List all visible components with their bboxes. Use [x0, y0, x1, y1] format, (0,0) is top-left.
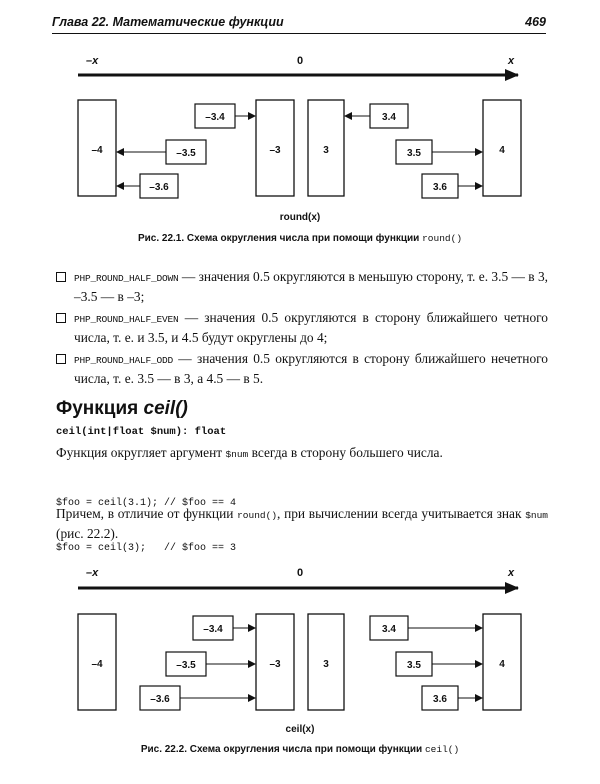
block-3-label: 3: [323, 659, 329, 670]
block-3: [307, 613, 345, 711]
axis-label-x: x: [507, 55, 515, 67]
value-minus-3-6: –3.6: [150, 694, 170, 705]
value-minus-3-4: –3.4: [205, 112, 225, 123]
caption-text: Рис. 22.1. Схема округления числа при по…: [137, 233, 423, 244]
checkbox-bullet-icon: [56, 313, 66, 323]
function-label-ceil: ceil(x): [286, 724, 315, 735]
axis-label-zero: 0: [297, 55, 303, 67]
block-3-label: 3: [323, 145, 329, 156]
value-3-6: 3.6: [433, 694, 447, 705]
axis-label-neg-x: –x: [86, 55, 99, 67]
paragraph-text: всегда в сторону большего числа.: [248, 445, 443, 460]
caption-code: ceil(): [424, 744, 460, 755]
list-item-text: — значения 0.5 округляются в сторону бли…: [74, 310, 548, 345]
block-minus-4-label: –4: [91, 145, 103, 156]
value-3-5: 3.5: [407, 660, 421, 671]
value-minus-3-6: –3.6: [149, 182, 169, 193]
figure-round-diagram: –x 0 x –4 –3 3 4 –3.4 –3.5 –3.6 3.4 3.5 …: [77, 55, 522, 223]
block-4-label: 4: [499, 659, 505, 670]
axis-label-x: x: [507, 567, 515, 579]
block-minus-3-label: –3: [269, 659, 281, 670]
section-heading-prefix: Функция: [56, 398, 144, 419]
list-item-code: PHP_ROUND_HALF_EVEN: [74, 314, 179, 325]
inline-code: $num: [225, 449, 249, 460]
block-4: [482, 99, 522, 197]
value-minus-3-5: –3.5: [176, 660, 196, 671]
figure-caption-22-2: Рис. 22.2. Схема округления числа при по…: [0, 744, 600, 755]
block-minus-4-label: –4: [91, 659, 103, 670]
rounding-mode-list: PHP_ROUND_HALF_DOWN — значения 0.5 округ…: [56, 268, 548, 391]
axis-label-neg-x: –x: [86, 567, 99, 579]
value-3-4: 3.4: [382, 112, 396, 123]
list-item-code: PHP_ROUND_HALF_ODD: [74, 355, 174, 366]
value-minus-3-5: –3.5: [176, 148, 196, 159]
section-heading-function: ceil(): [143, 398, 188, 419]
code-line: $foo = ceil(3.1); // $foo == 4: [56, 498, 237, 509]
caption-text: Рис. 22.2. Схема округления числа при по…: [140, 744, 425, 755]
value-3-5: 3.5: [407, 148, 421, 159]
page-header: Глава 22. Математические функции 469: [52, 12, 546, 34]
paragraph-comparison: Причем, в отличие от функции round(), пр…: [56, 505, 548, 543]
code-example: $foo = ceil(3.1); // $foo == 4 $foo = ce…: [56, 466, 236, 571]
block-minus-4: [77, 613, 117, 711]
value-minus-3-4: –3.4: [203, 624, 223, 635]
value-3-6: 3.6: [433, 182, 447, 193]
figure-caption-22-1: Рис. 22.1. Схема округления числа при по…: [0, 233, 600, 244]
paragraph-text: , при вычислении всегда учитывается знак: [277, 506, 526, 521]
paragraph-description: Функция округляет аргумент $num всегда в…: [56, 444, 548, 464]
paragraph-text: Причем, в отличие от функции: [56, 506, 238, 521]
chapter-title: Глава 22. Математические функции: [52, 15, 284, 29]
header-rule: [52, 33, 546, 34]
list-item: PHP_ROUND_HALF_EVEN — значения 0.5 округ…: [56, 309, 548, 347]
checkbox-bullet-icon: [56, 272, 66, 282]
page-number: 469: [525, 15, 546, 29]
paragraph-text: Функция округляет аргумент: [56, 445, 226, 460]
axis-label-zero: 0: [297, 567, 303, 579]
inline-code: $num: [525, 510, 549, 521]
block-3: [307, 99, 345, 197]
list-item: PHP_ROUND_HALF_ODD — значения 0.5 округл…: [56, 350, 548, 388]
checkbox-bullet-icon: [56, 354, 66, 364]
paragraph-text: (рис. 22.2).: [56, 526, 119, 541]
list-item-text: — значения 0.5 округляются в меньшую сто…: [74, 269, 548, 304]
caption-code: round(): [422, 233, 463, 244]
inline-code: round(): [237, 510, 278, 521]
value-3-4: 3.4: [382, 624, 396, 635]
list-item-text: — значения 0.5 округляются в сторону бли…: [74, 351, 548, 386]
function-signature: ceil(int|float $num): float: [56, 426, 227, 438]
function-label-round: round(x): [280, 212, 321, 223]
block-minus-3: [255, 613, 295, 711]
section-heading: Функция ceil(): [56, 398, 188, 420]
block-minus-3: [255, 99, 295, 197]
block-4: [482, 613, 522, 711]
code-line: $foo = ceil(3); // $foo == 3: [56, 543, 237, 554]
list-item-code: PHP_ROUND_HALF_DOWN: [74, 273, 179, 284]
block-4-label: 4: [499, 145, 505, 156]
figure-ceil-diagram: –x 0 x –4 –3 3 4 –3.4 –3.5 –3.6 3.4 3.5 …: [77, 567, 522, 735]
block-minus-3-label: –3: [269, 145, 281, 156]
list-item: PHP_ROUND_HALF_DOWN — значения 0.5 округ…: [56, 268, 548, 306]
